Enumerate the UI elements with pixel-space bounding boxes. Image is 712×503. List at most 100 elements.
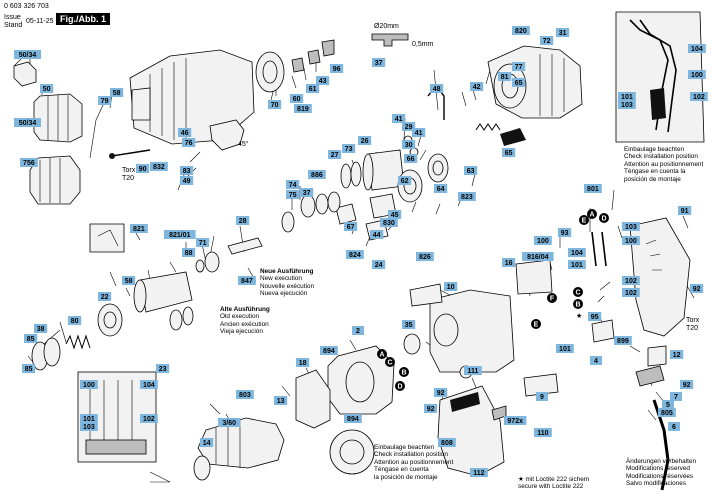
callout-c103: 110 bbox=[534, 428, 552, 437]
callout-label: 90 bbox=[139, 166, 147, 173]
callout-c59: 71 bbox=[196, 238, 210, 247]
keyless-chuck-part bbox=[29, 155, 81, 205]
callout-label: 886 bbox=[311, 172, 323, 179]
callout-c92: 18 bbox=[296, 358, 310, 367]
callout-label: 29 bbox=[405, 124, 413, 131]
note-line: Modifications reserved bbox=[626, 465, 690, 473]
callout-c56: 24 bbox=[372, 260, 386, 269]
callout-c24: 81 bbox=[498, 72, 512, 81]
callout-c1: 50/34 bbox=[14, 50, 41, 59]
callout-label: 103 bbox=[621, 102, 633, 109]
callout-label: 820 bbox=[515, 28, 527, 35]
callout-c9: 90 bbox=[136, 164, 150, 173]
note-line: Einbaulage beachten bbox=[624, 146, 685, 153]
callout-label: 74 bbox=[289, 182, 297, 189]
callout-label: 85 bbox=[27, 336, 35, 343]
callout-label: 103 bbox=[83, 424, 95, 431]
callout-label: 803 bbox=[239, 392, 251, 399]
callout-label: 12 bbox=[673, 352, 681, 359]
callout-label: 13 bbox=[277, 398, 285, 405]
callout-c96: 9 bbox=[536, 392, 548, 401]
callout-c54: 824 bbox=[346, 250, 364, 259]
callout-c100: 14 bbox=[200, 438, 214, 447]
callout-c12: 49 bbox=[180, 176, 194, 185]
callout-label: 76 bbox=[185, 140, 193, 147]
callout-c67: 38 bbox=[34, 324, 48, 333]
circle-letter-label: B bbox=[401, 370, 406, 377]
callout-label: 103 bbox=[625, 224, 637, 231]
angle-label: 45° bbox=[238, 140, 249, 148]
cable-routing-area bbox=[615, 11, 705, 143]
circle-letter-label: D bbox=[601, 216, 606, 223]
callout-label: 22 bbox=[101, 294, 109, 301]
callout-label: 96 bbox=[333, 66, 341, 73]
callout-label: 67 bbox=[347, 224, 355, 231]
callout-c3: 58 bbox=[110, 88, 124, 97]
callout-c39: 30 bbox=[402, 140, 416, 149]
callout-label: 27 bbox=[331, 152, 339, 159]
callout-label: 30 bbox=[405, 142, 413, 149]
circle-letter-l7: D bbox=[599, 213, 609, 223]
callout-label: 102 bbox=[143, 416, 155, 423]
callout-c108: 805 bbox=[658, 408, 676, 417]
callout-c70: 801 bbox=[584, 184, 602, 193]
callout-c10: 832 bbox=[150, 162, 168, 171]
callout-c76: 93 bbox=[558, 228, 572, 237]
note-line: posición de montaje bbox=[624, 175, 681, 183]
circle-letter-label: C bbox=[387, 360, 392, 367]
callout-label: 28 bbox=[239, 218, 247, 225]
callout-c44: 63 bbox=[464, 166, 478, 175]
callout-c58: 821/01 bbox=[164, 230, 196, 239]
callout-label: 821/01 bbox=[169, 232, 191, 239]
callout-c80: 102 bbox=[622, 276, 640, 285]
callout-c26: 42 bbox=[470, 82, 484, 91]
washer-dimension-part bbox=[371, 33, 409, 47]
circle-letter-label: D bbox=[397, 384, 402, 391]
callout-c22: 31 bbox=[556, 28, 570, 37]
note-line: Téngase en cuenta bbox=[374, 466, 429, 474]
callout-c90: 2 bbox=[352, 326, 364, 335]
callout-c42: 62 bbox=[398, 176, 412, 185]
callout-c27: 48 bbox=[430, 84, 444, 93]
note-line: Attention au positionnement bbox=[374, 458, 454, 466]
callout-label: 805 bbox=[661, 410, 673, 417]
callout-c114: 102 bbox=[140, 414, 158, 423]
note-line: Vieja ejecución bbox=[220, 328, 263, 336]
callout-c79: 101 bbox=[568, 260, 586, 269]
circle-letter-l4: D bbox=[395, 381, 405, 391]
callout-c106: 112 bbox=[470, 468, 488, 477]
callout-label: 92 bbox=[693, 286, 701, 293]
handle-part bbox=[629, 217, 691, 337]
callout-c109: 6 bbox=[668, 422, 680, 431]
callout-label: 62 bbox=[401, 178, 409, 185]
callout-label: 100 bbox=[691, 72, 703, 79]
callout-c81: 10 bbox=[444, 282, 458, 291]
circle-letter-label: E bbox=[582, 218, 587, 225]
callout-label: 24 bbox=[375, 262, 383, 269]
screw-head-part bbox=[109, 153, 115, 159]
callout-c37: 27 bbox=[328, 150, 342, 159]
note-new-execution: Neue Ausführung New execution Nouvelle e… bbox=[260, 268, 314, 298]
callout-c57: 821 bbox=[130, 224, 148, 233]
callout-label: 100 bbox=[537, 238, 549, 245]
callout-label: 58 bbox=[125, 278, 133, 285]
callout-c15: 819 bbox=[294, 104, 312, 113]
issue-date: 05-11-25 bbox=[26, 18, 54, 25]
circle-letter-l1: A bbox=[377, 349, 387, 359]
circle-letter-label: F bbox=[550, 296, 555, 303]
callout-c82: 102 bbox=[622, 288, 640, 297]
callout-c99: 3/60 bbox=[218, 418, 241, 427]
callout-c48: 75 bbox=[286, 190, 300, 199]
callout-c18: 96 bbox=[330, 64, 344, 73]
callout-c38: 73 bbox=[342, 144, 356, 153]
selector-lever-part bbox=[209, 119, 245, 151]
note-line: la posición de montaje bbox=[374, 473, 438, 481]
callout-c8: 76 bbox=[182, 138, 196, 147]
callout-label: 50 bbox=[43, 86, 51, 93]
callout-c41: 65 bbox=[502, 148, 516, 157]
callout-label: 894 bbox=[323, 348, 335, 355]
callout-label: 92 bbox=[427, 406, 435, 413]
callout-c49: 37 bbox=[300, 188, 314, 197]
